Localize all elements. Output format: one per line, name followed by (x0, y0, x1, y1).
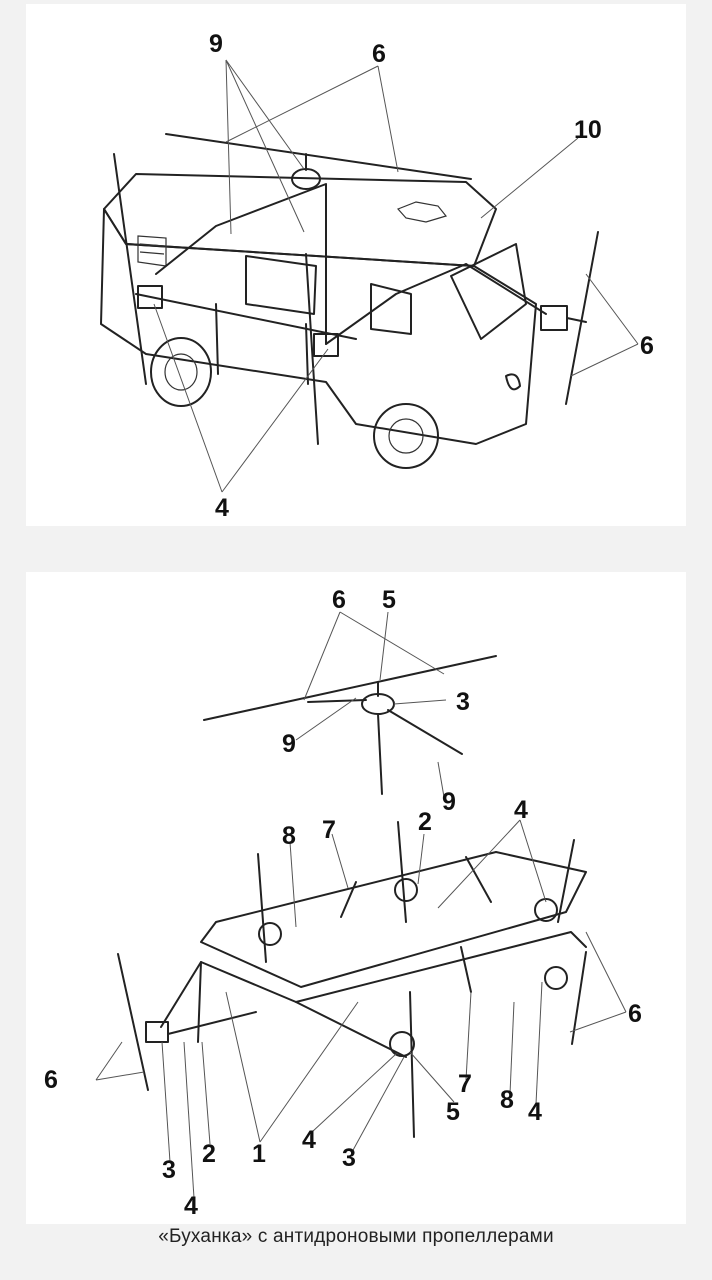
van-body (100, 208, 537, 445)
van-door-line (215, 303, 309, 385)
van-illustration-panel: 9 6 10 6 4 (26, 4, 686, 526)
label-8: 8 (500, 1086, 514, 1114)
frame-rail (135, 183, 357, 345)
label-4: 4 (302, 1126, 316, 1154)
label-2: 2 (418, 808, 432, 836)
rotor-hub-left (145, 1021, 169, 1043)
leader-4 (153, 303, 329, 493)
rotor-blade-left (117, 953, 149, 1091)
roof-emblem (396, 201, 448, 223)
rotor-blade-right-top (557, 839, 575, 923)
van-drawing: 9 6 10 6 4 (100, 30, 654, 522)
rear-wheel (150, 337, 212, 407)
label-1: 1 (252, 1140, 266, 1168)
label-10: 10 (574, 116, 602, 144)
label-3: 3 (162, 1156, 176, 1184)
leader-10 (480, 137, 579, 219)
rotor-blade-right-low (571, 951, 587, 1045)
label-6: 6 (372, 40, 386, 68)
label-4: 4 (514, 796, 528, 824)
rotor-blade (203, 655, 497, 721)
label-4: 4 (215, 494, 229, 522)
label-9: 9 (209, 30, 223, 58)
leader-6a (225, 65, 399, 173)
label-7: 7 (458, 1070, 472, 1098)
front-wheel (373, 403, 439, 469)
frame-bottom-rail (160, 931, 587, 1028)
label-6: 6 (640, 332, 654, 360)
label-5: 5 (382, 586, 396, 614)
rear-rotor-hub (137, 285, 163, 309)
label-4: 4 (528, 1098, 542, 1126)
figure-caption: «Буханка» с антидроновыми пропеллерами (158, 1226, 554, 1247)
van-side-window (370, 283, 412, 335)
label-4: 4 (184, 1192, 198, 1220)
frame-drawing: 6 5 3 9 9 8 7 2 4 6 6 7 8 4 5 4 3 1 2 3 … (44, 586, 642, 1220)
van-windshield (450, 243, 527, 340)
van-vent (137, 235, 167, 267)
mid-rotor-blade (305, 253, 319, 445)
van-headlight (505, 373, 521, 391)
frame-top-rail (200, 851, 587, 988)
label-9: 9 (442, 788, 456, 816)
frame-strut (197, 856, 492, 1058)
top-rotor-blade (165, 133, 472, 180)
label-7: 7 (322, 816, 336, 844)
label-2: 2 (202, 1140, 216, 1168)
label-3: 3 (456, 688, 470, 716)
rotor-mount-arm (307, 699, 463, 795)
rear-rotor-blade (113, 153, 147, 385)
leader-6b (570, 273, 639, 377)
label-6: 6 (332, 586, 346, 614)
van-mid-window (245, 255, 317, 315)
mid-rotor-hub (313, 333, 339, 357)
rotor-blade-front (409, 991, 415, 1138)
rotor-blade-mid-rear (257, 853, 267, 963)
label-9: 9 (282, 730, 296, 758)
frame-illustration-panel: 6 5 3 9 9 8 7 2 4 6 6 7 8 4 5 4 3 1 2 3 … (26, 572, 686, 1224)
label-6: 6 (628, 1000, 642, 1028)
front-rotor-hub (540, 305, 568, 331)
leader-9 (225, 59, 305, 235)
label-3: 3 (342, 1144, 356, 1172)
rotor-blade-mid-top (397, 821, 407, 923)
label-6: 6 (44, 1066, 58, 1094)
label-8: 8 (282, 822, 296, 850)
label-5: 5 (446, 1098, 460, 1126)
